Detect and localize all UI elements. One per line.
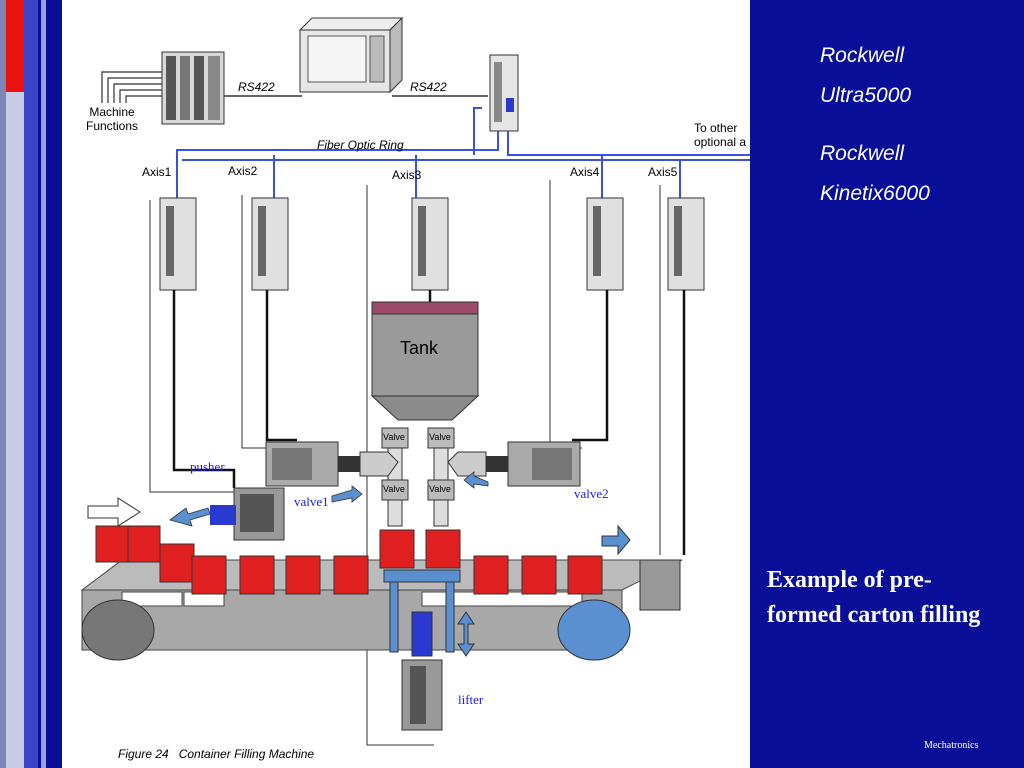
fiber-optic-ring [176,107,750,198]
tank-label: Tank [400,338,439,358]
valve-label-2: Valve [429,432,451,442]
outfeed-arrow [601,524,631,556]
valve-label-4: Valve [429,484,451,494]
to-other-label: To other optional a [694,121,747,149]
footer-label: Mechatronics [924,740,979,751]
fiber-optic-ring-label: Fiber Optic Ring [317,138,404,152]
container-filling-diagram [80,16,750,746]
side-label-kinetix6000: Kinetix6000 [820,182,930,205]
side-label-ultra5000: Ultra5000 [820,84,912,107]
slide-caption: Example of pre-formed carton filling [767,567,981,628]
diagram-figure: Machine Functions RS422 RS422 Fiber Opti… [62,0,750,768]
valves [381,427,455,527]
valve1-label: valve1 [294,494,329,509]
pusher-motor [210,487,285,541]
left-bar-line [41,0,46,768]
machine-function-wires [101,71,172,103]
valve2-motor [447,441,581,487]
motion-arrows [169,471,489,527]
valve-label-1: Valve [383,432,405,442]
machine-functions-label: Machine Functions [86,105,139,133]
infeed-arrow [87,497,141,527]
figure-caption: Figure 24 Container Filling Machine [118,747,315,761]
tank [370,301,480,421]
plc-rack [161,51,225,125]
left-bar-blue [24,0,38,768]
hmi-terminal [298,16,404,94]
lifter-arrow [457,611,475,657]
lifter-label: lifter [458,692,484,707]
left-bar-light [6,92,24,768]
rs422-left-label: RS422 [238,80,275,94]
axis1-label: Axis1 [142,165,172,179]
side-label-rockwell-1: Rockwell [820,44,905,67]
pusher-label: pusher [190,459,225,474]
valve-label-3: Valve [383,484,405,494]
ultra5000-hub [489,54,519,132]
axis2-label: Axis2 [228,164,258,178]
valve2-label: valve2 [574,486,609,501]
axis5-label: Axis5 [648,165,678,179]
left-bar-gray [0,0,6,768]
axis4-label: Axis4 [570,165,600,179]
axis3-label: Axis3 [392,168,422,182]
axis-drive-details [166,206,682,276]
cartons [95,525,603,595]
left-bar-red [6,0,24,92]
rs422-right-label: RS422 [410,80,447,94]
side-label-rockwell-2: Rockwell [820,142,905,165]
valve1-motor [265,441,399,487]
lifter [383,569,461,731]
